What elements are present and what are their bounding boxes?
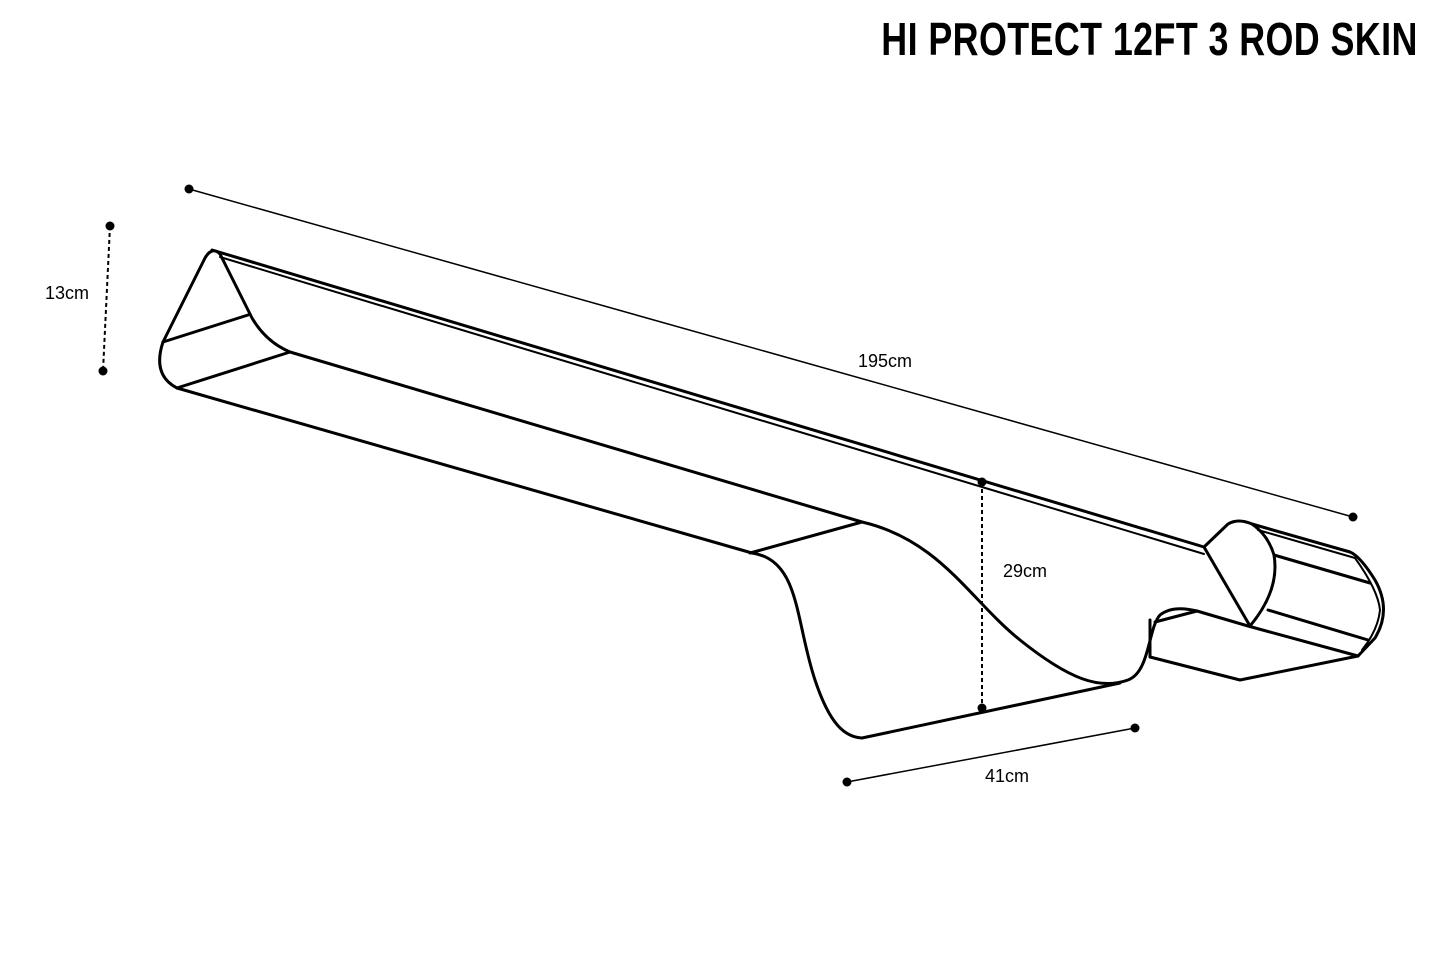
dimension-body-width: 41cm bbox=[842, 723, 1140, 787]
end-height-label: 13cm bbox=[45, 283, 89, 303]
dimension-endpoint bbox=[105, 221, 115, 231]
body-width-label: 41cm bbox=[985, 766, 1029, 786]
dimension-end-height: 13cm bbox=[45, 221, 115, 376]
dimension-endpoint bbox=[184, 184, 194, 194]
dimension-endpoint bbox=[842, 777, 852, 787]
dimension-endpoint bbox=[98, 366, 108, 376]
dimension-endpoint bbox=[977, 703, 987, 713]
length-label: 195cm bbox=[858, 351, 912, 371]
rod-skin-outline bbox=[158, 248, 1385, 740]
dimension-endpoint bbox=[1348, 512, 1358, 522]
dimension-body-height: 29cm bbox=[977, 477, 1047, 713]
product-title: HI PROTECT 12FT 3 ROD SKIN bbox=[881, 13, 1418, 65]
dimension-endpoint bbox=[977, 477, 987, 487]
dimension-endpoint bbox=[1130, 723, 1140, 733]
dimension-length: 195cm bbox=[184, 184, 1358, 522]
body-height-label: 29cm bbox=[1003, 561, 1047, 581]
